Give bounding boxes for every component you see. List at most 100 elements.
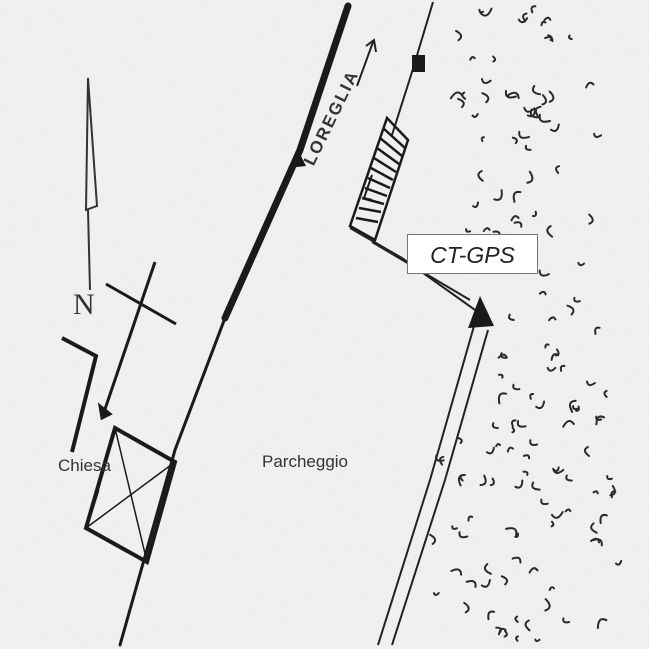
vegetation-mark	[595, 415, 606, 426]
vegetation-mark	[517, 17, 529, 24]
vegetation-mark	[432, 592, 440, 596]
vegetation-mark	[522, 454, 531, 460]
vegetation-mark	[463, 601, 470, 614]
vegetation-mark	[573, 296, 581, 303]
vegetation-mark	[594, 326, 601, 335]
vegetation-mark	[534, 638, 541, 643]
vegetation-mark	[540, 498, 549, 506]
vegetation-mark	[529, 439, 539, 446]
vegetation-mark	[518, 130, 530, 139]
vegetation-icon	[429, 5, 623, 643]
vegetation-mark	[429, 533, 437, 545]
vegetation-mark	[599, 513, 608, 525]
direction-arrow-icon	[356, 38, 377, 87]
vegetation-mark	[511, 136, 518, 145]
church-cross-icon	[97, 261, 177, 421]
vegetation-mark	[505, 527, 518, 537]
vegetation-mark	[508, 313, 515, 321]
hatched-steps	[348, 115, 410, 242]
vegetation-mark	[458, 531, 469, 539]
vegetation-mark	[603, 389, 608, 398]
gate-marker	[412, 55, 425, 72]
vegetation-mark	[522, 470, 529, 476]
vegetation-mark	[606, 475, 613, 481]
loreglia-road	[391, 1, 434, 136]
vegetation-mark	[540, 20, 547, 27]
vegetation-mark	[487, 610, 496, 621]
vegetation-mark	[497, 353, 508, 359]
gps-point-icon	[468, 296, 494, 328]
vegetation-mark	[516, 420, 527, 428]
vegetation-mark	[481, 78, 492, 84]
vegetation-mark	[482, 227, 491, 232]
vegetation-mark	[511, 556, 522, 564]
north-arrow-icon	[84, 77, 99, 291]
vegetation-mark	[535, 400, 546, 410]
vegetation-mark	[495, 443, 501, 448]
vegetation-mark	[538, 113, 551, 123]
vegetation-mark	[483, 563, 492, 575]
vegetation-mark	[510, 215, 520, 222]
vegetation-mark	[457, 437, 463, 444]
vegetation-mark	[548, 316, 557, 322]
vegetation-mark	[504, 90, 517, 99]
vegetation-mark	[471, 113, 479, 118]
vegetation-mark	[506, 91, 520, 100]
vegetation-mark	[500, 575, 509, 586]
vegetation-mark	[546, 225, 554, 238]
main-road-edge-thick	[221, 2, 352, 322]
vegetation-mark	[590, 522, 598, 534]
vegetation-mark	[477, 170, 484, 182]
church-label: Chiesa	[58, 456, 111, 475]
vegetation-mark	[541, 94, 548, 106]
vegetation-mark	[528, 567, 539, 574]
vegetation-mark	[497, 392, 508, 405]
vegetation-mark	[498, 627, 507, 636]
vegetation-mark	[547, 34, 553, 42]
vegetation-mark	[544, 598, 551, 612]
vegetation-mark	[566, 304, 575, 316]
vegetation-mark	[457, 473, 466, 487]
vegetation-mark	[555, 165, 560, 174]
vegetation-mark	[568, 399, 577, 413]
vegetation-mark	[485, 446, 495, 455]
vegetation-mark	[610, 490, 617, 499]
vegetation-mark	[538, 290, 547, 296]
vegetation-mark	[544, 343, 550, 349]
vegetation-mark	[531, 84, 542, 96]
vegetation-mark	[585, 81, 595, 89]
gps-point-label: CT-GPS	[407, 234, 538, 274]
vegetation-mark	[512, 383, 521, 391]
vegetation-mark	[526, 170, 534, 184]
vegetation-mark	[548, 586, 555, 591]
vegetation-mark	[529, 392, 535, 400]
vegetation-mark	[523, 106, 536, 113]
vegetation-mark	[564, 508, 572, 513]
vegetation-mark	[538, 269, 550, 277]
vegetation-mark	[550, 123, 560, 132]
vegetation-mark	[614, 560, 623, 566]
vegetation-mark	[479, 474, 487, 486]
vegetation-mark	[514, 532, 519, 538]
vegetation-mark	[559, 364, 566, 372]
vegetation-mark	[568, 34, 573, 40]
north-label: N	[73, 288, 95, 321]
vegetation-mark	[562, 617, 571, 624]
vegetation-mark	[596, 618, 608, 629]
vegetation-mark	[575, 405, 580, 412]
vegetation-mark	[513, 221, 523, 228]
vegetation-mark	[480, 579, 491, 588]
vegetation-mark	[554, 348, 560, 357]
vegetation-mark	[503, 629, 508, 638]
vegetation-mark	[455, 29, 463, 42]
vegetation-mark	[435, 454, 445, 462]
vegetation-mark	[506, 446, 514, 453]
main-road-edge	[118, 316, 227, 647]
vegetation-mark	[465, 228, 472, 233]
road-marker-triangle	[288, 150, 306, 168]
vegetation-mark	[469, 56, 476, 61]
vegetation-mark	[465, 579, 477, 588]
vegetation-mark	[526, 107, 537, 118]
